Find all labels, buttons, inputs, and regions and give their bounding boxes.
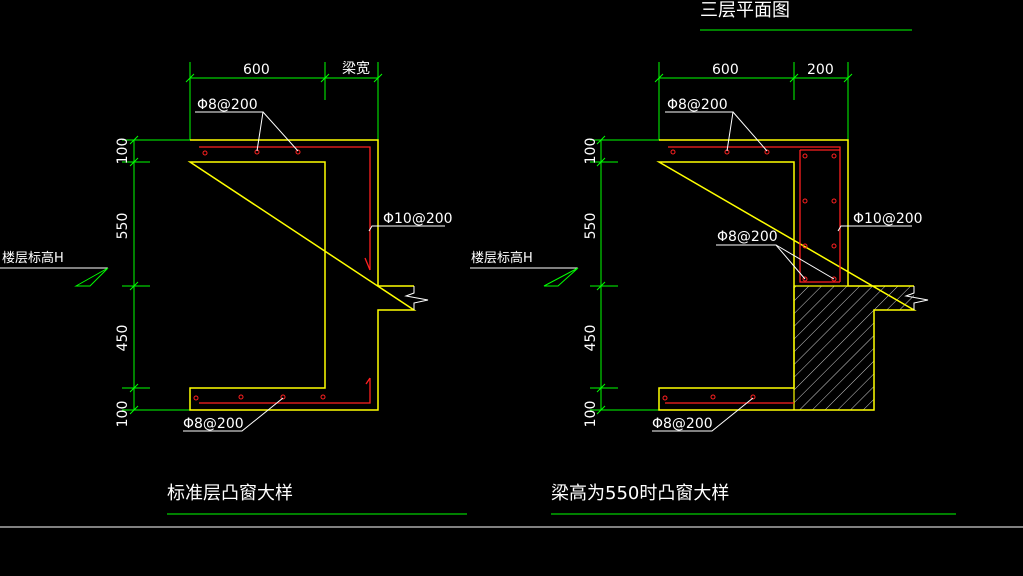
right-break-symbol <box>904 286 929 310</box>
left-floor-level-label: 楼层标高H <box>2 250 64 266</box>
right-rebar-mid-label: Φ8@200 <box>717 229 778 245</box>
right-beam-hatch <box>794 286 914 410</box>
right-rebar-side-label: Φ10@200 <box>853 211 923 227</box>
right-top-dimension <box>654 62 853 140</box>
left-section-outline <box>187 139 417 411</box>
right-caption: 梁高为550时凸窗大样 <box>551 483 729 504</box>
right-dim-550: 550 <box>583 213 599 240</box>
right-section-outline <box>656 139 917 411</box>
left-floor-level-marker <box>0 267 109 287</box>
left-rebar-dots <box>193 149 326 401</box>
right-rebar-top-label: Φ8@200 <box>667 97 728 113</box>
left-leaders <box>183 111 445 432</box>
right-rebar <box>665 146 841 404</box>
right-rebar-bottom-label: Φ8@200 <box>652 416 713 432</box>
plan-title: 三层平面图 <box>700 0 912 31</box>
right-dim-100-top: 100 <box>583 138 599 165</box>
left-dim-450: 450 <box>115 325 131 352</box>
left-rebar-side-label: Φ10@200 <box>383 211 453 227</box>
left-dim-100-top: 100 <box>115 138 131 165</box>
plan-title-text: 三层平面图 <box>700 0 790 21</box>
left-caption: 标准层凸窗大样 <box>167 483 293 504</box>
left-dim-600: 600 <box>243 62 270 78</box>
left-break-symbol <box>404 286 429 310</box>
left-rebar-bottom-label: Φ8@200 <box>183 416 244 432</box>
right-floor-level-label: 楼层标高H <box>471 250 533 266</box>
left-dim-beam-width: 梁宽 <box>342 60 370 77</box>
right-floor-level-marker <box>470 267 579 287</box>
right-leaders <box>652 111 912 432</box>
left-dim-100-bottom: 100 <box>115 401 131 428</box>
left-dim-550: 550 <box>115 213 131 240</box>
right-dim-200: 200 <box>807 62 834 78</box>
left-vertical-dimension <box>122 135 190 415</box>
right-dim-100-bottom: 100 <box>583 401 599 428</box>
right-vertical-dimension <box>590 135 659 415</box>
right-detail: 600 200 100 550 450 100 楼层标高H <box>470 62 956 515</box>
left-detail: 600 梁宽 100 550 450 100 楼层标高H <box>0 60 467 515</box>
right-dim-600: 600 <box>712 62 739 78</box>
left-rebar-top-label: Φ8@200 <box>197 97 258 113</box>
right-dim-450: 450 <box>583 325 599 352</box>
left-top-dimension <box>185 62 383 140</box>
